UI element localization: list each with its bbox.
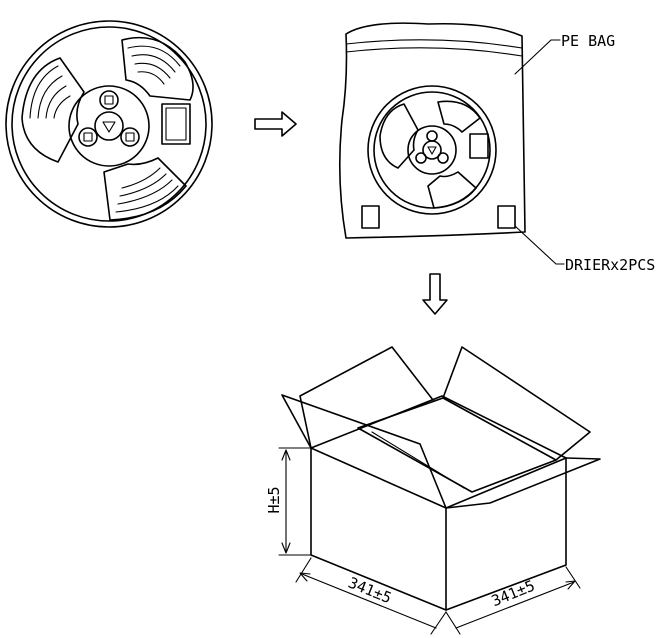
carton-box-drawing: [281, 346, 601, 611]
width-dimension-label: 341±5: [489, 577, 538, 611]
reel-window-left: [21, 57, 85, 163]
reel-drawing: [5, 20, 213, 228]
drier-pack-left: [361, 205, 380, 229]
arrow-down: [422, 273, 448, 315]
arrow-right: [254, 111, 297, 137]
pe-bag-label: PE BAG: [561, 32, 615, 50]
drier-leader: [514, 225, 565, 265]
width-dimension: [445, 566, 581, 635]
drier-pack-right: [497, 205, 516, 229]
height-dimension-label: H±5: [265, 486, 283, 513]
reel-window-top: [121, 36, 194, 101]
height-dimension: [278, 447, 311, 556]
pe-bag-drawing: [338, 22, 565, 265]
reel-window-bottom: [103, 157, 187, 221]
drier-label: DRIERx2PCS: [565, 256, 655, 274]
length-dimension: [295, 557, 447, 635]
pe-bag-leader: [514, 39, 561, 75]
